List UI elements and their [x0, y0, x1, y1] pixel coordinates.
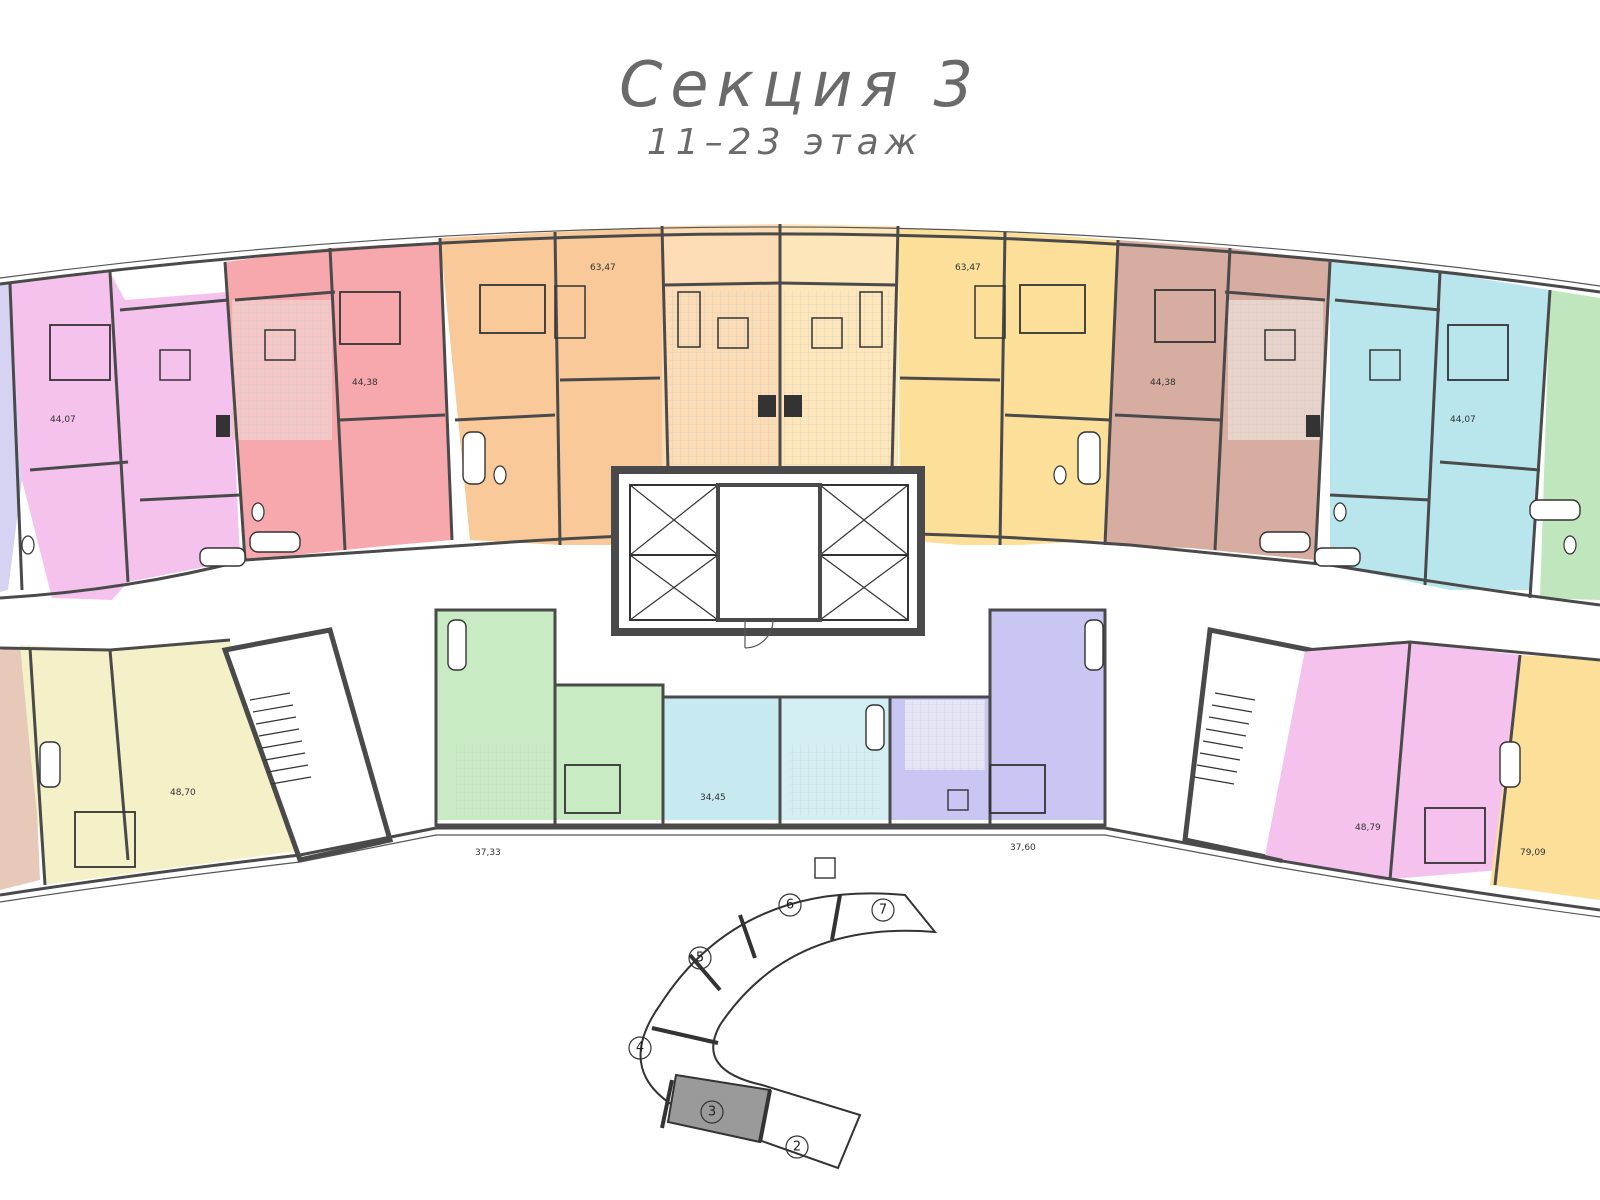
- apartment-unit[interactable]: [0, 284, 22, 592]
- apartment-unit[interactable]: [1490, 655, 1600, 900]
- key-section-label: 6: [786, 898, 794, 913]
- key-plan[interactable]: 2 3 4 5 6 7: [628, 892, 938, 1170]
- apartment-unit[interactable]: [440, 228, 668, 545]
- bottom-row-apartments: 48,70 37,33 34,45 37,60 48,79 79,09: [0, 608, 1600, 918]
- apartment-unit[interactable]: [20, 640, 305, 885]
- apartment-unit[interactable]: [1540, 290, 1600, 600]
- svg-text:37,33: 37,33: [475, 848, 501, 858]
- floor-range: 11–23 этаж: [646, 122, 924, 163]
- key-section-label: 3: [708, 1105, 716, 1120]
- stair-block: [221, 627, 394, 863]
- bath-icon: [199, 431, 1581, 567]
- svg-text:44,07: 44,07: [50, 415, 76, 425]
- bed-icon: [49, 284, 1509, 381]
- svg-text:37,60: 37,60: [1010, 843, 1036, 853]
- svg-text:44,38: 44,38: [1150, 378, 1176, 388]
- svg-text:48,70: 48,70: [170, 788, 196, 798]
- key-section-label: 4: [636, 1041, 644, 1056]
- key-section-label: 5: [696, 951, 704, 966]
- section-title: Секция 3: [619, 48, 981, 121]
- apartment-unit[interactable]: [898, 228, 1118, 545]
- svg-text:63,47: 63,47: [955, 263, 981, 273]
- svg-text:44,38: 44,38: [352, 378, 378, 388]
- apartment-unit[interactable]: [1265, 642, 1520, 880]
- svg-text:63,47: 63,47: [590, 263, 616, 273]
- apartment-unit[interactable]: [663, 697, 780, 820]
- apartment-unit[interactable]: [1330, 262, 1550, 590]
- apartment-unit[interactable]: [10, 272, 240, 600]
- svg-text:34,45: 34,45: [700, 793, 726, 803]
- elevator-core: [611, 466, 925, 649]
- key-section-label: 7: [879, 903, 887, 918]
- svg-text:48,79: 48,79: [1355, 823, 1381, 833]
- top-row-apartments: 44,07 44,38 63,47 63,47 44,38 44,07: [0, 224, 1600, 607]
- svg-text:44,07: 44,07: [1450, 415, 1476, 425]
- svg-text:79,09: 79,09: [1520, 848, 1546, 858]
- key-section-label: 2: [793, 1140, 801, 1155]
